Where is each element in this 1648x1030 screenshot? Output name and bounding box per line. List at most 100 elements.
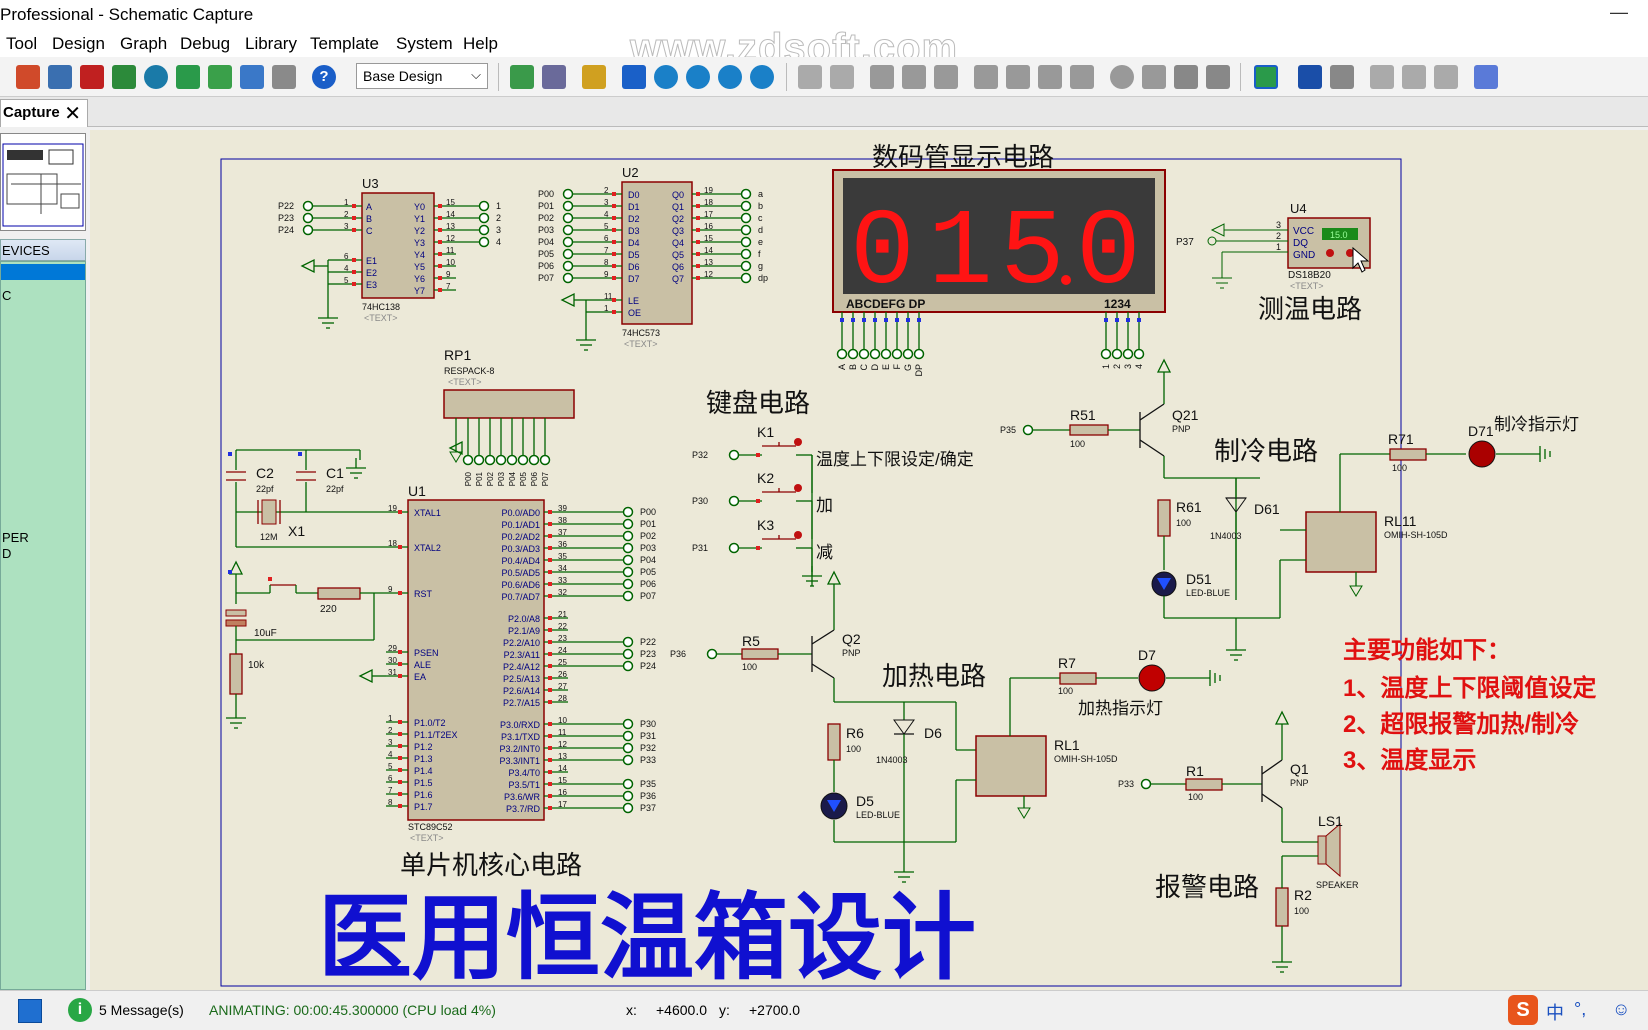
u2-net: e (758, 237, 763, 247)
origin-icon[interactable] (582, 65, 606, 89)
messages-count[interactable]: 5 Message(s) (99, 1002, 184, 1018)
undo-icon[interactable] (798, 65, 822, 89)
new-sheet-icon[interactable] (1370, 65, 1394, 89)
u1-stc89c52[interactable]: U1XTAL119XTAL218RST9PSEN29ALE30EA31P1.0/… (358, 483, 656, 843)
menu-graph[interactable]: Graph (120, 34, 168, 53)
u1-pin-num: 33 (558, 576, 567, 585)
netlist-icon[interactable] (1474, 65, 1498, 89)
u2-pin-num: 14 (704, 246, 713, 255)
paste-icon[interactable] (934, 65, 958, 89)
menu-tool[interactable]: Tool (6, 34, 38, 53)
menu-system[interactable]: System (396, 34, 453, 53)
digit-pin: 4 (1134, 364, 1144, 369)
zoom-in-icon[interactable] (654, 65, 678, 89)
ime-fullwidth-icon[interactable]: ☺ (1612, 999, 1631, 1019)
package-tool-icon[interactable] (1174, 65, 1198, 89)
menu-library[interactable]: Library (245, 34, 297, 53)
pcb-icon[interactable] (176, 65, 200, 89)
exit-parent-icon[interactable] (1434, 65, 1458, 89)
block-delete-icon[interactable] (1070, 65, 1094, 89)
u1-part: STC89C52 (408, 822, 453, 832)
menu-debug[interactable]: Debug (180, 34, 231, 53)
r1-val: 100 (1188, 792, 1203, 802)
device-list-selection[interactable] (1, 264, 85, 280)
ime-indicator[interactable]: S 中 °, ☺ (1508, 995, 1648, 1027)
property-tool-icon[interactable] (1330, 65, 1354, 89)
u4-decrement-button[interactable] (1326, 249, 1334, 257)
chip-icon[interactable] (80, 65, 104, 89)
wire-autorouter-icon[interactable] (1254, 65, 1278, 89)
u1-net: P02 (640, 531, 656, 541)
cooling-circuit[interactable]: P35R51100Q21PNPR61100D611N4003D51LED-BLU… (1000, 358, 1579, 661)
minimize-button[interactable]: — (1610, 2, 1628, 22)
u1-pin-name: P0.3/AD3 (501, 544, 540, 554)
led-d71 (1468, 440, 1496, 468)
terminal (740, 200, 752, 212)
block-rotate-icon[interactable] (1038, 65, 1062, 89)
overview-window[interactable] (0, 133, 86, 231)
display-digit: 1 (928, 193, 993, 315)
ime-punctuation-icon[interactable]: °, (1574, 999, 1587, 1019)
u2-pin-name: LE (628, 296, 639, 306)
terminal (302, 200, 314, 212)
pin-marker (398, 732, 402, 736)
home-icon[interactable] (16, 65, 40, 89)
back-icon[interactable] (112, 65, 136, 89)
refresh-icon[interactable] (510, 65, 534, 89)
u4-ds18b20[interactable]: U4 VCC DQ GND 15.0 3 2 1 P37 DS18B20 <TE… (1176, 201, 1371, 291)
key-ref: K2 (757, 470, 774, 486)
copy-icon[interactable] (902, 65, 926, 89)
u3-pin-num: 2 (344, 210, 349, 219)
ime-language[interactable]: 中 (1546, 1003, 1564, 1023)
device-item[interactable]: PER (2, 530, 29, 545)
design-select[interactable]: Base Design⌵ (356, 63, 488, 89)
bill-icon[interactable] (208, 65, 232, 89)
decompose-icon[interactable] (1206, 65, 1230, 89)
u2-74hc573[interactable]: U2D02P00D13P01D24P02D35P03D46P04D57P05D6… (538, 165, 768, 351)
r61-ref: R61 (1176, 499, 1202, 515)
u2-pin-num: 7 (604, 246, 609, 255)
tab-schematic-capture[interactable]: Capture✕ (0, 99, 88, 127)
device-list[interactable]: C PER D (0, 261, 86, 990)
grid-icon[interactable] (542, 65, 566, 89)
cut-icon[interactable] (870, 65, 894, 89)
redo-icon[interactable] (830, 65, 854, 89)
u3-pin-num: 3 (344, 222, 349, 231)
seven-segment-display[interactable]: 0 1 5 0 ABCDEFG DP 1234 (832, 169, 1166, 315)
u3-net: 2 (496, 213, 501, 223)
make-device-icon[interactable] (1142, 65, 1166, 89)
zoom-selection-icon[interactable] (750, 65, 774, 89)
heating-circuit[interactable]: P36R5100Q2PNPR6100D61N4003D5LED-BLUERL1O… (670, 570, 1221, 883)
component-mode-icon[interactable] (48, 65, 72, 89)
zoom-out-icon[interactable] (686, 65, 710, 89)
menu-design[interactable]: Design (52, 34, 105, 53)
document-icon[interactable] (272, 65, 296, 89)
zoom-all-icon[interactable] (718, 65, 742, 89)
pick-device-icon[interactable] (1110, 65, 1134, 89)
schematic-canvas[interactable]: 数码管显示电路 测温电路 键盘电路 制冷电路 加热电路 单片机核心电路 报警电路… (90, 130, 1648, 990)
u4-increment-button[interactable] (1346, 249, 1354, 257)
menu-help[interactable]: Help (463, 34, 498, 53)
sogou-icon[interactable]: S (1508, 995, 1538, 1025)
menu-template[interactable]: Template (310, 34, 379, 53)
pin-marker (548, 594, 552, 598)
search-icon[interactable] (1298, 65, 1322, 89)
device-item[interactable]: C (2, 288, 12, 303)
block-move-icon[interactable] (1006, 65, 1030, 89)
power-arrow (560, 292, 575, 308)
pin-marker (548, 570, 552, 574)
help-icon[interactable]: ? (312, 65, 336, 89)
pan-icon[interactable] (622, 65, 646, 89)
close-icon[interactable]: ✕ (64, 103, 81, 125)
simulation-stop-button[interactable] (18, 999, 42, 1023)
zoom-area-icon[interactable] (144, 65, 168, 89)
block-copy-icon[interactable] (974, 65, 998, 89)
binary-icon[interactable] (240, 65, 264, 89)
remove-sheet-icon[interactable] (1402, 65, 1426, 89)
device-item[interactable]: D (2, 546, 12, 561)
